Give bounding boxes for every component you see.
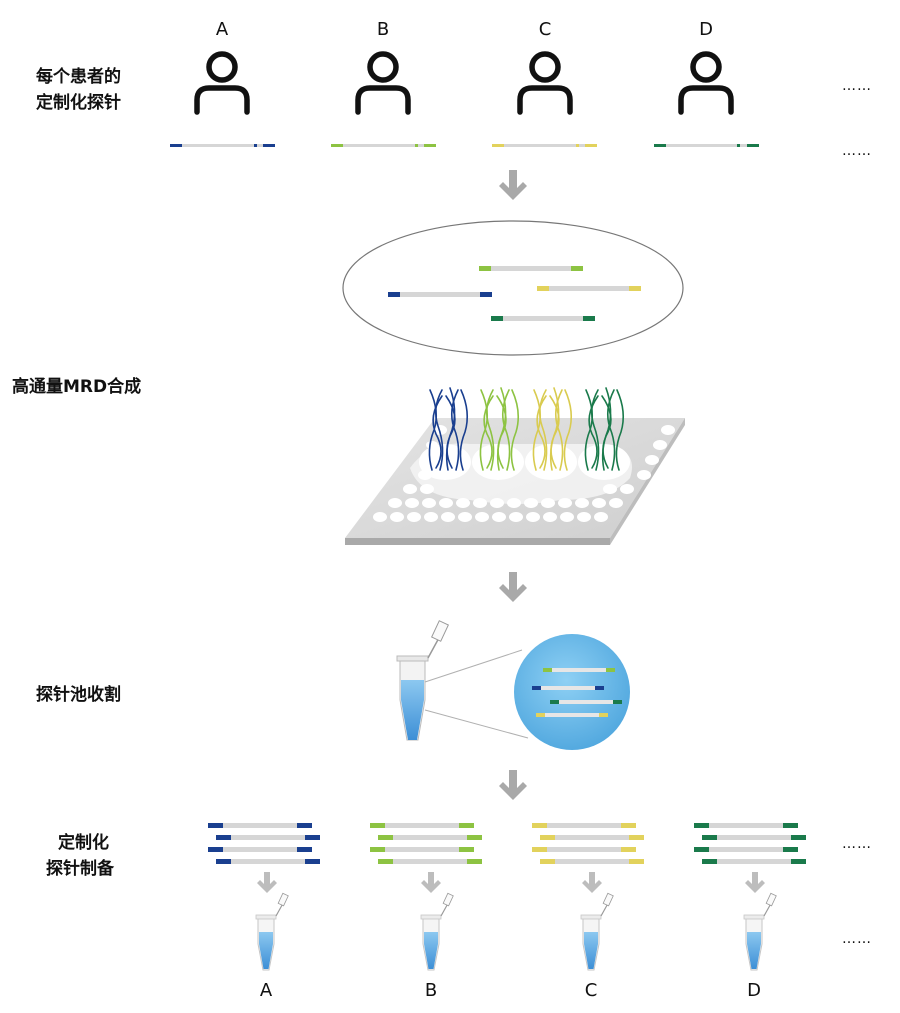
label-harvest: 探针池收割 [36,684,121,705]
arrow-down-icon [421,872,441,893]
mag-probe-b [543,668,615,672]
patient-a-label: A [216,19,229,40]
probe-line-d [654,144,759,147]
pool-probe-b [479,266,583,271]
microtube-icon [743,892,777,971]
person-icon [355,51,411,115]
microtube-icon [580,892,614,971]
tube-d-label: D [747,980,761,1001]
tube-a-label: A [260,980,273,1001]
probe-line-b [331,144,436,147]
probe-stack-b [370,823,482,864]
label-patient-probes-line2: 定制化探针 [36,92,121,113]
mag-probe-a [532,686,604,690]
microtube-icon [255,892,289,971]
arrow-down-icon [499,572,527,602]
strand-cluster-b [479,387,520,471]
tube-c-label: C [585,980,598,1001]
microtube-icon [396,620,449,741]
probe-stack-c [532,823,644,864]
more-patients-ellipsis: …… [842,78,872,94]
mag-probe-d [550,700,622,704]
label-prep-line1: 定制化 [58,832,109,853]
patient-c-label: C [539,19,552,40]
arrow-down-icon [499,170,527,200]
probe-line-c [492,144,597,147]
person-icon [678,51,734,115]
more-probes-ellipsis: …… [842,143,872,159]
strand-cluster-c [532,387,573,471]
zoom-line-top [424,649,523,683]
zoom-line-bottom [424,709,529,739]
pool-probe-c [537,286,641,291]
probe-stack-d [694,823,806,864]
more-tubes-ellipsis: …… [842,931,872,947]
probe-stack-a [208,823,320,864]
probe-pool-ellipse [342,220,684,356]
person-icon [517,51,573,115]
magnifier-circle-icon [514,634,630,750]
microtube-icon [420,892,454,971]
pool-probe-a [388,292,492,297]
label-synthesis: 高通量MRD合成 [12,376,141,397]
strand-cluster-d [584,387,625,471]
tube-b-label: B [425,980,437,1001]
person-icon [194,51,250,115]
label-patient-probes-line1: 每个患者的 [36,66,121,87]
pool-probe-d [491,316,595,321]
microarray-plate-icon [345,387,685,545]
label-prep-line2: 探针制备 [46,858,115,879]
strand-cluster-a [428,387,469,471]
probe-line-a [170,144,275,147]
mag-probe-c [536,713,608,717]
patient-b-label: B [377,19,389,40]
arrow-down-icon [745,872,765,893]
arrow-down-icon [257,872,277,893]
patient-d-label: D [699,19,713,40]
arrow-down-icon [582,872,602,893]
more-stacks-ellipsis: …… [842,836,872,852]
arrow-down-icon [499,770,527,800]
